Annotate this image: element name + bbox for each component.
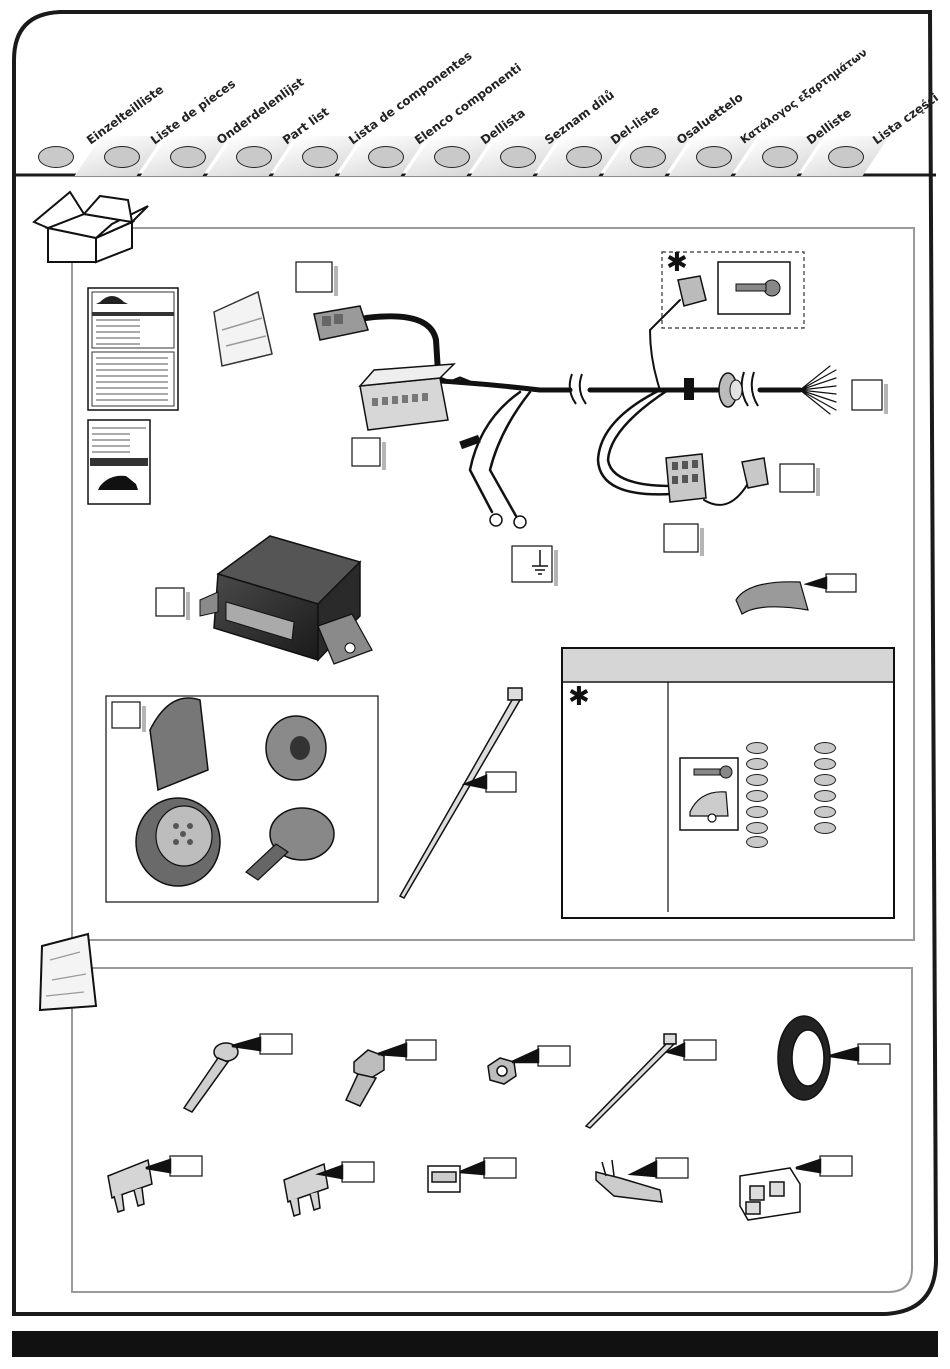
- legend-bubble: [746, 758, 768, 770]
- legend-bubble: [814, 758, 836, 770]
- tab-bubble-no: [762, 146, 798, 168]
- fuse-holder: [428, 1166, 460, 1192]
- legend-bubble: [746, 836, 768, 848]
- cable-tie-short: [586, 1034, 676, 1128]
- legend-bubble: [814, 790, 836, 802]
- legend-bubble: [746, 774, 768, 786]
- tab-bubble-fi: [630, 146, 666, 168]
- small-parts-panel-border: [72, 968, 912, 1292]
- asterisk-optional: ✱: [666, 250, 688, 276]
- legend-bubble: [746, 806, 768, 818]
- instruction-booklet-small: [88, 420, 150, 504]
- tab-bubble-en: [236, 146, 272, 168]
- legend-bubble: [814, 742, 836, 754]
- tab-bubble-it: [368, 146, 404, 168]
- legend-bubble: [814, 774, 836, 786]
- tab-bubble-da: [566, 146, 602, 168]
- tab-bubble-pt: [302, 146, 338, 168]
- tab-bubble-fr: [104, 146, 140, 168]
- bolt-hex: [346, 1050, 384, 1106]
- screw-long: [184, 1043, 238, 1112]
- control-module: [200, 536, 372, 664]
- asterisk-legend: ✱: [568, 684, 590, 710]
- tab-bubble-pl: [828, 146, 864, 168]
- fuse-2: [284, 1164, 328, 1216]
- legend-bubble: [746, 742, 768, 754]
- legend-bubble: [746, 822, 768, 834]
- cable-clip: [684, 378, 694, 400]
- cable-tie-long: [400, 688, 522, 898]
- tab-bubble-sv: [434, 146, 470, 168]
- legend-bubble: [814, 806, 836, 818]
- fuse-1: [108, 1160, 152, 1212]
- insulation-tape: [736, 582, 808, 614]
- connector-housing: [740, 1168, 800, 1220]
- legend-bubble: [814, 822, 836, 834]
- tab-bubble-nl: [170, 146, 206, 168]
- tab-bubble-el: [696, 146, 732, 168]
- footer-bar: [12, 1331, 938, 1357]
- harness-connector-16pin: [360, 364, 454, 430]
- grommet: [719, 373, 742, 407]
- harness-connector-4pin: [314, 306, 368, 340]
- socket-gasket: [266, 716, 326, 780]
- tab-bubble-cs: [500, 146, 536, 168]
- tab-bubble-de: [38, 146, 74, 168]
- legend-bubble: [746, 790, 768, 802]
- open-box-icon: [34, 192, 148, 262]
- ground-label-box: [512, 546, 552, 582]
- optional-connector: [678, 276, 706, 306]
- tape-roll: [778, 1016, 830, 1100]
- ring-terminals: [490, 514, 526, 528]
- legend-table-header: [563, 649, 893, 681]
- bag-item: [214, 292, 272, 366]
- harness-connector-right: [666, 454, 706, 502]
- instruction-booklet-large: [88, 288, 178, 410]
- harness-plug-small: [742, 458, 768, 488]
- plastic-bag-icon: [40, 934, 96, 1010]
